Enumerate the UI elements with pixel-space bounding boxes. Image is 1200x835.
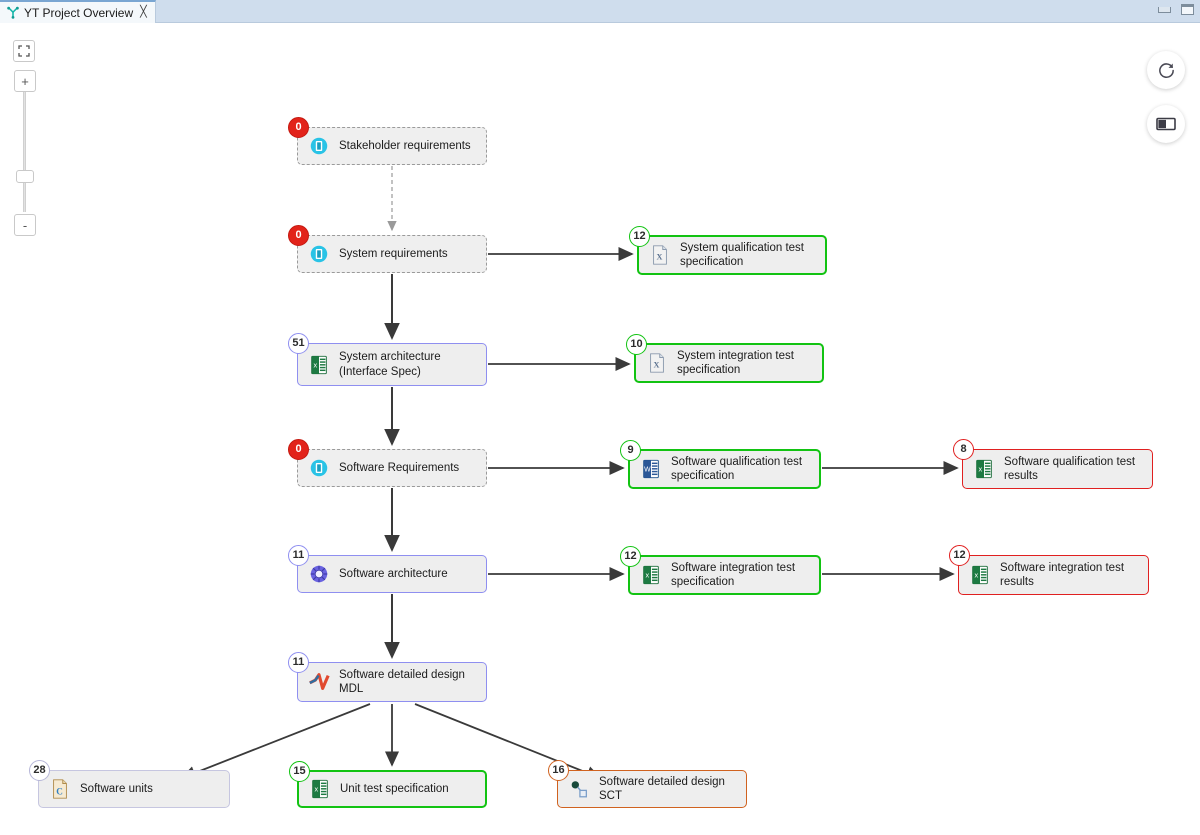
zoom-in-button[interactable]: + — [14, 70, 36, 92]
svg-text:X: X — [654, 361, 660, 370]
svg-text:x: x — [978, 465, 982, 474]
svg-text:x: x — [645, 571, 649, 580]
node-badge: 16 — [548, 760, 569, 781]
node-label: System qualification test specification — [680, 241, 805, 268]
zoom-slider-track[interactable] — [23, 92, 26, 212]
zoom-control[interactable]: + - — [13, 40, 37, 236]
xml-doc-icon: X — [650, 353, 664, 373]
node-unit-test-specification[interactable]: 15 x Unit test specification — [289, 761, 487, 808]
node-software-integration-test-specification[interactable]: 12 x Software integration test specificati… — [620, 546, 821, 595]
toggle-panel-button[interactable] — [1147, 105, 1185, 143]
sct-node-icon — [571, 781, 587, 798]
svg-text:x: x — [313, 360, 317, 369]
requirements-doc-icon — [310, 137, 328, 155]
word-icon: W — [643, 459, 659, 479]
node-label: System integration test specification — [677, 349, 794, 376]
minimize-button[interactable] — [1158, 6, 1171, 13]
node-label: Software integration test results — [1000, 561, 1125, 588]
node-badge: 0 — [288, 225, 309, 246]
node-badge: 9 — [620, 440, 641, 461]
title-bar: YT Project Overview ╳ — [0, 0, 1200, 23]
node-label: Unit test specification — [340, 782, 449, 795]
requirements-doc-icon — [310, 245, 328, 263]
node-label: Software qualification test results — [1004, 455, 1136, 482]
svg-text:x: x — [314, 785, 318, 794]
node-badge: 11 — [288, 652, 309, 673]
node-label: Software integration test specification — [671, 561, 796, 588]
refresh-button[interactable] — [1147, 51, 1185, 89]
edge-mdl-to-sct — [414, 703, 602, 780]
zoom-out-button[interactable]: - — [14, 214, 36, 236]
svg-text:W: W — [644, 467, 651, 474]
node-badge: 12 — [949, 545, 970, 566]
node-software-integration-test-results[interactable]: 12 x Software integration test results — [949, 545, 1149, 595]
excel-icon: x — [643, 565, 659, 585]
node-label: Software detailed design SCT — [599, 775, 725, 802]
node-badge: 12 — [629, 226, 650, 247]
matlab-icon — [309, 673, 330, 690]
architecture-gear-icon — [310, 565, 328, 583]
excel-icon: x — [976, 459, 992, 479]
c-source-icon: C — [53, 779, 67, 799]
node-badge: 10 — [626, 334, 647, 355]
excel-icon: x — [972, 565, 988, 585]
node-label: Software architecture — [339, 567, 448, 580]
node-badge: 0 — [288, 439, 309, 460]
node-system-architecture[interactable]: 51 x System architecture (Interface Spec) — [288, 333, 487, 386]
tab-project-overview[interactable]: YT Project Overview ╳ — [0, 0, 156, 23]
node-label: Software detailed design MDL — [339, 668, 465, 695]
excel-icon: x — [312, 779, 328, 799]
node-badge: 11 — [288, 545, 309, 566]
window-buttons — [1158, 4, 1194, 15]
branch-merge-icon — [7, 6, 19, 19]
svg-text:x: x — [974, 571, 978, 580]
node-label: Software Requirements — [339, 461, 460, 474]
zoom-slider-handle[interactable] — [16, 170, 34, 183]
node-badge: 15 — [289, 761, 310, 782]
close-icon[interactable]: ╳ — [140, 6, 147, 18]
fit-to-screen-button[interactable] — [13, 40, 35, 62]
maximize-button[interactable] — [1181, 4, 1194, 15]
graph-edges — [180, 166, 959, 780]
fit-screen-icon — [18, 45, 30, 57]
panel-layout-icon — [1156, 117, 1176, 131]
node-badge: 28 — [29, 760, 50, 781]
excel-icon: x — [311, 355, 327, 374]
requirements-doc-icon — [310, 459, 328, 477]
node-label: System architecture (Interface Spec) — [339, 351, 441, 378]
node-badge: 12 — [620, 546, 641, 567]
node-label: Software qualification test specificatio… — [671, 455, 803, 482]
svg-text:C: C — [56, 787, 63, 797]
refresh-icon — [1158, 62, 1174, 78]
node-badge: 8 — [953, 439, 974, 460]
diagram-canvas[interactable]: + - — [0, 23, 1200, 835]
edge-mdl-to-software-units — [180, 703, 371, 780]
node-badge: 51 — [288, 333, 309, 354]
node-label: Stakeholder requirements — [339, 139, 471, 152]
node-label: System requirements — [339, 247, 448, 260]
xml-doc-icon: X — [653, 245, 667, 265]
tab-label: YT Project Overview — [24, 5, 134, 20]
node-badge: 0 — [288, 117, 309, 138]
node-label: Software units — [80, 782, 153, 795]
svg-text:X: X — [657, 253, 663, 262]
